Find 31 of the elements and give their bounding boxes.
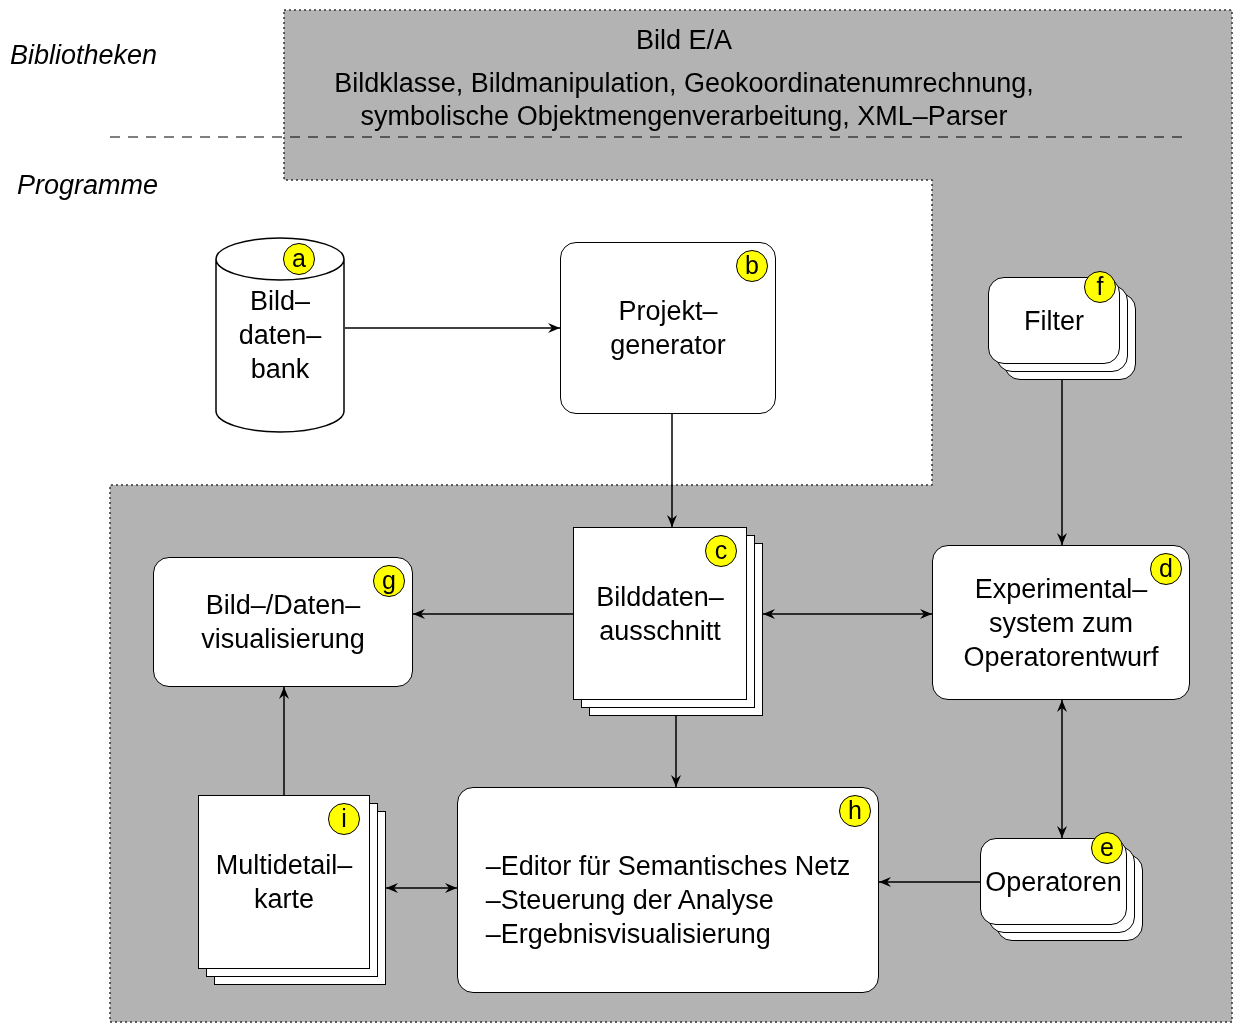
layer-label: Bibliotheken <box>10 40 158 71</box>
node-label: –Ergebnisvisualisierung <box>485 918 771 951</box>
region-text: Bildklasse, Bildmanipulation, Geokoordinatenumrechnung, symbolische Objektmengenverarbeitung, XML–Parser <box>333 67 1035 133</box>
arrow <box>667 413 677 528</box>
node-label: Multidetail– karte <box>214 849 354 916</box>
node-label: –Editor für Semantisches Netz <box>485 850 851 883</box>
process-box <box>560 242 776 414</box>
process-box <box>153 557 413 687</box>
node-label: Projekt– generator <box>609 295 727 362</box>
arrow <box>878 877 981 887</box>
arrow <box>1057 699 1067 839</box>
arrow <box>1057 379 1067 546</box>
arrow <box>412 609 574 619</box>
arrow <box>762 609 933 619</box>
arrow <box>279 686 289 796</box>
layer-label: Programme <box>17 170 159 201</box>
node-label: –Steuerung der Analyse <box>485 884 774 917</box>
node-label: Operatoren <box>984 865 1123 899</box>
node-label: Bild– daten– bank <box>237 285 323 386</box>
arrow <box>671 715 681 788</box>
database-cylinder <box>215 237 345 433</box>
region-title: Bild E/A <box>634 24 733 57</box>
arrow <box>344 323 561 333</box>
document-stack <box>198 795 386 985</box>
process-box <box>932 545 1190 700</box>
arrow <box>385 883 458 893</box>
process-box <box>457 787 879 993</box>
node-label: Bild–/Daten– visualisierung <box>200 589 366 656</box>
document-stack <box>573 527 763 716</box>
node-label: Bilddaten– ausschnitt <box>595 580 725 648</box>
node-label: Filter <box>1023 304 1085 338</box>
